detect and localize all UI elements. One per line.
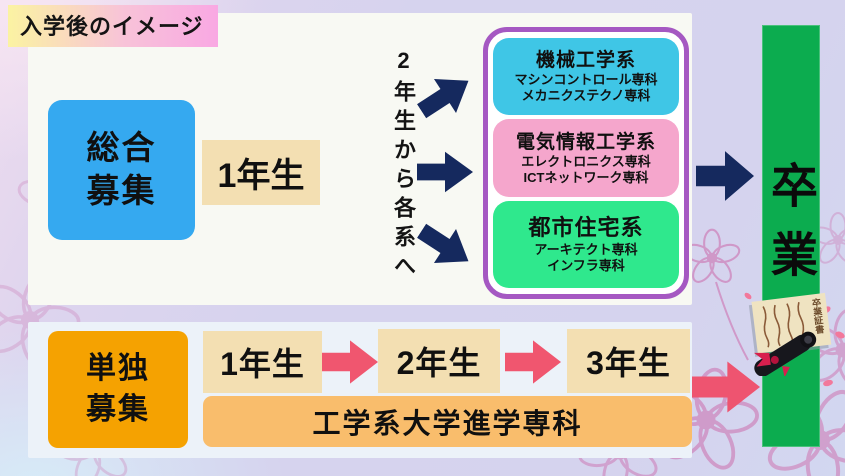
dept-mechanical-box: 機械工学系 マシンコントロール専科 メカニクステクノ専科	[493, 38, 679, 115]
second-year-label-single: 2年生	[396, 345, 482, 381]
dept-electrical-box: 電気情報工学系 エレクトロニクス専科 ICTネットワーク専科	[493, 118, 679, 198]
general-admission-panel: 総合 募集 1年生 2年生から各系へ 機械工学系 マシンコントロール専科 メカニ…	[28, 13, 692, 305]
graduation-bar: 卒業	[762, 25, 820, 447]
dept-mechanical-course-2: メカニクステクノ専科	[521, 87, 651, 103]
first-year-label-single: 1年生	[220, 346, 305, 382]
scroll-tube	[753, 331, 817, 376]
first-year-box-general: 1年生	[202, 140, 320, 205]
slide-title: 入学後のイメージ	[8, 5, 218, 47]
dept-urban-course-1: アーキテクト専科	[534, 242, 638, 258]
departments-frame: 機械工学系 マシンコントロール専科 メカニクステクノ専科 電気情報工学系 エレク…	[483, 27, 689, 299]
university-advancement-banner: 工学系大学進学専科	[203, 396, 692, 447]
single-recruitment-line1: 単独	[86, 352, 150, 385]
graduation-label: 卒業	[764, 161, 817, 299]
dept-electrical-course-2: ICTネットワーク専科	[523, 169, 649, 185]
dept-urban-course-2: インフラ専科	[547, 258, 625, 274]
branch-to-departments-label: 2年生から各系へ	[391, 47, 416, 283]
dept-urban-box: 都市住宅系 アーキテクト専科 インフラ専科	[493, 201, 679, 288]
single-recruitment-box: 単独 募集	[48, 331, 188, 448]
third-year-box-single: 3年生	[567, 329, 690, 393]
first-year-box-single: 1年生	[203, 331, 322, 393]
dept-mechanical-course-1: マシンコントロール専科	[514, 72, 658, 88]
third-year-label-single: 3年生	[586, 345, 671, 381]
dept-urban-name: 都市住宅系	[528, 215, 644, 241]
general-recruitment-box: 総合 募集	[48, 100, 195, 240]
general-recruitment-line1: 総合	[86, 129, 157, 167]
arrow-year1-to-year2-icon	[322, 340, 378, 384]
independent-admission-panel: 単独 募集 1年生 2年生 3年生 工学系大学進学専科	[28, 322, 692, 458]
arrow-year2-to-year3-icon	[505, 340, 561, 384]
diploma-illustration: 卒業証書	[748, 292, 832, 376]
general-recruitment-line2: 募集	[86, 172, 157, 209]
dept-electrical-name: 電気情報工学系	[515, 131, 656, 153]
single-recruitment-line2: 募集	[86, 392, 150, 426]
dept-electrical-course-1: エレクトロニクス専科	[521, 153, 651, 169]
first-year-label-general: 1年生	[217, 157, 305, 195]
second-year-box-single: 2年生	[378, 329, 500, 393]
dept-mechanical-name: 機械工学系	[535, 49, 636, 71]
